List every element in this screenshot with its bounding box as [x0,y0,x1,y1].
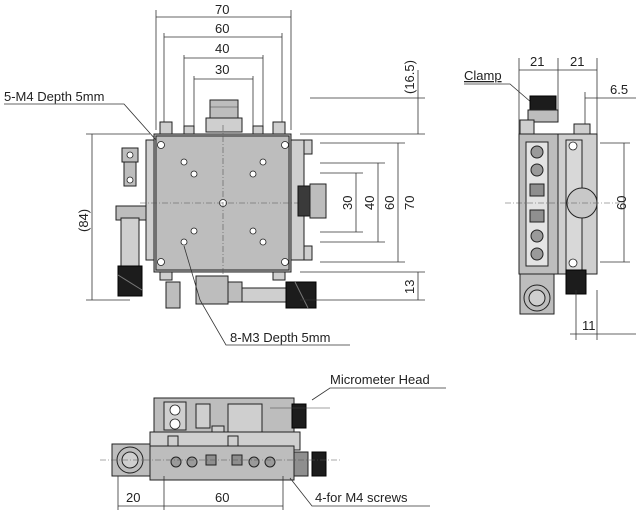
dim-right-40: 40 [362,196,377,210]
dim-right-70: 70 [402,196,417,210]
dim-side-11: 11 [582,318,596,333]
dim-right-60: 60 [382,196,397,210]
bottom-micrometer [165,275,317,309]
callout-m3-holes: 8-M3 Depth 5mm [230,330,330,345]
dim-bottom-20: 20 [126,490,140,505]
top-view: 70 60 40 30 [4,2,425,346]
dim-side-6-5: 6.5 [610,82,628,97]
dim-side-60: 60 [614,196,629,210]
dim-right-13: 13 [402,280,417,294]
callout-m4-screws: 4-for M4 screws [315,490,408,505]
dim-top-40: 40 [215,41,229,56]
corner-tab-tr [272,121,286,135]
dim-right-16-5: (16.5) [402,60,417,94]
tab-top-left [183,125,195,135]
dim-side-21b: 21 [570,54,584,69]
right-side-knob [309,183,327,219]
callout-micrometer-head: Micrometer Head [330,372,430,387]
dim-top-30: 30 [215,62,229,77]
tab-top-right [252,125,264,135]
left-micrometer [115,147,147,297]
top-clamp-knob [209,99,239,121]
side-view: 21 21 6.5 Clamp 60 [464,54,636,340]
corner-tab-tl [159,121,173,135]
dim-side-21a: 21 [530,54,544,69]
front-view: Micrometer Head 20 60 4-for M4 [100,372,446,510]
top-clamp-base [205,117,243,133]
dim-right-30: 30 [340,196,355,210]
dim-bottom-60: 60 [215,490,229,505]
dim-left-84: (84) [76,209,91,232]
callout-m4-holes: 5-M4 Depth 5mm [4,89,104,104]
callout-clamp: Clamp [464,68,502,83]
side-clamp-knob [529,95,557,111]
dim-top-70: 70 [215,2,229,17]
dim-top-60: 60 [215,21,229,36]
